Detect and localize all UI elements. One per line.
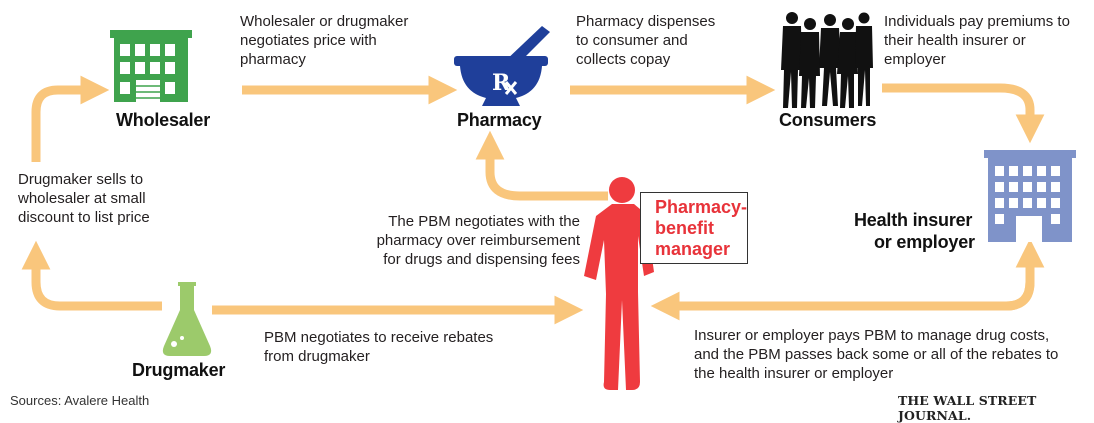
office-building-icon xyxy=(984,150,1076,242)
step-line: pharmacy over reimbursement xyxy=(376,232,580,249)
wholesaler-label: Wholesaler xyxy=(116,110,211,130)
step-pbm-rebates: PBM negotiates to receive rebates from d… xyxy=(264,328,544,366)
drugmaker-label: Drugmaker xyxy=(132,360,226,380)
step-line: for drugs and dispensing fees xyxy=(383,251,580,268)
step-line: negotiates price with xyxy=(240,32,377,49)
flow-arrows xyxy=(21,75,1045,325)
arrow-drugmaker-to-wholesaler xyxy=(31,75,110,162)
step-line: discount to list price xyxy=(18,209,150,226)
step-line: the health insurer or employer xyxy=(694,365,894,382)
health-insurer-label-line2: or employer xyxy=(874,232,975,252)
step-individuals-pay: Individuals pay premiums to their health… xyxy=(884,12,1084,69)
source-note: Sources: Avalere Health xyxy=(10,393,150,408)
pharmacy-label: Pharmacy xyxy=(457,110,542,130)
step-line: Pharmacy dispenses xyxy=(576,13,716,30)
step-line: Individuals pay premiums to xyxy=(884,13,1070,30)
step-line: employer xyxy=(884,51,946,68)
step-line: wholesaler at small xyxy=(18,190,146,207)
arrow-consumers-to-insurer xyxy=(882,83,1045,144)
svg-text:R: R xyxy=(492,70,511,96)
health-insurer-label-line1: Health insurer xyxy=(854,210,973,230)
pbm-label-line2: benefit xyxy=(655,218,715,238)
pbm-flow-diagram: Wholesaler R Pharmacy Consumers Hea xyxy=(10,12,1090,423)
pbm-label-box: Pharmacy- benefit manager xyxy=(640,192,748,264)
step-line: Drugmaker sells to xyxy=(18,171,144,188)
step-line: their health insurer or xyxy=(884,32,1026,49)
pbm-label-line3: manager xyxy=(655,239,731,259)
step-pharmacy-dispenses: Pharmacy dispenses to consumer and colle… xyxy=(576,12,756,69)
step-line: The PBM negotiates with the xyxy=(388,213,580,230)
pbm-person-icon xyxy=(584,177,654,390)
step-wholesaler-negotiates: Wholesaler or drugmaker negotiates price… xyxy=(240,12,440,69)
pbm-label-line1: Pharmacy- xyxy=(655,197,748,217)
step-line: Wholesaler or drugmaker xyxy=(240,13,409,30)
step-insurer-pays: Insurer or employer pays PBM to manage d… xyxy=(694,326,1090,383)
step-line: to consumer and xyxy=(576,32,688,49)
flask-icon xyxy=(162,282,212,356)
consumers-label: Consumers xyxy=(779,110,877,130)
step-line: and the PBM passes back some or all of t… xyxy=(694,346,1059,363)
step-drugmaker-sells: Drugmaker sells to wholesaler at small d… xyxy=(18,170,188,227)
step-line: collects copay xyxy=(576,51,671,68)
arrow-insurer-to-pbm xyxy=(676,281,1035,311)
mortar-pestle-rx-icon: R xyxy=(454,26,550,106)
arrow-to-drugmaker-left xyxy=(21,240,162,311)
step-line: PBM negotiates to receive rebates xyxy=(264,329,494,346)
arrow-pbm-to-pharmacy xyxy=(475,130,608,201)
step-line: pharmacy xyxy=(240,51,306,68)
health-insurer-label: Health insurer or employer xyxy=(854,209,975,253)
step-pbm-negotiates-pharmacy: The PBM negotiates with the pharmacy ove… xyxy=(360,212,580,269)
warehouse-building-icon xyxy=(110,30,192,102)
publisher-credit: THE WALL STREET JOURNAL. xyxy=(898,393,1037,423)
consumers-people-icon xyxy=(781,12,873,108)
step-line: from drugmaker xyxy=(264,348,370,365)
step-line: Insurer or employer pays PBM to manage d… xyxy=(694,327,1050,344)
